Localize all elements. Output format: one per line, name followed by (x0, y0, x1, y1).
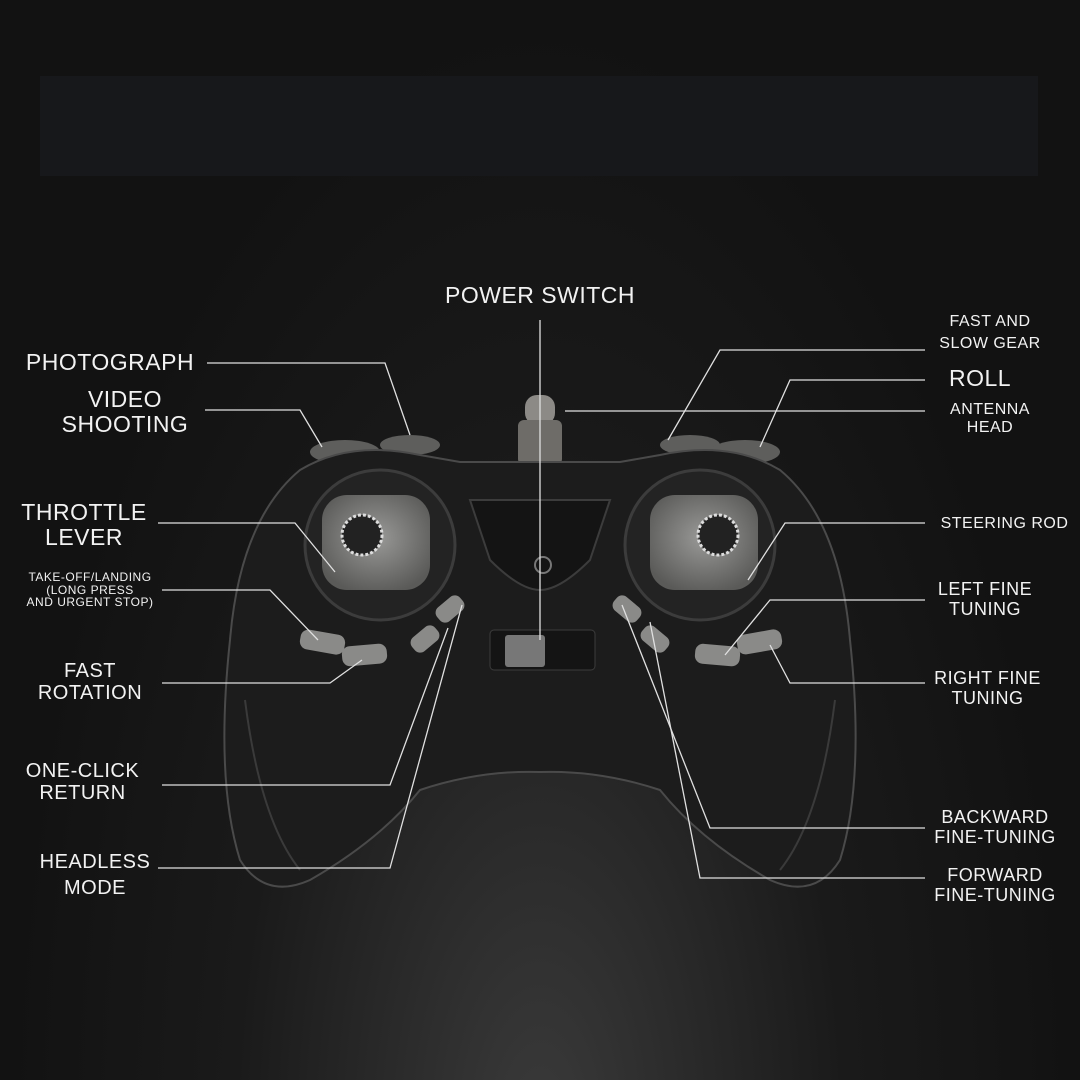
top-banner (40, 76, 1038, 176)
label-throttle-lever: THROTTLE LEVER (21, 499, 147, 551)
label-fast-rotation: FAST ROTATION (37, 660, 143, 704)
label-steering-rod: STEERING ROD (940, 515, 1069, 532)
label-left-fine-tuning: LEFT FINE TUNING (937, 579, 1033, 619)
label-take-off-landing: TAKE-OFF/LANDING (LONG PRESS AND URGENT … (26, 570, 154, 610)
label-photograph: PHOTOGRAPH (25, 349, 195, 375)
label-headless-mode: HEADLESS MODE (39, 851, 151, 899)
label-video-shooting: VIDEO SHOOTING (61, 386, 189, 438)
led-indicator (534, 556, 552, 574)
trim-buttons (299, 595, 783, 667)
label-power-switch: POWER SWITCH (445, 282, 635, 308)
power-switch (505, 635, 545, 667)
leader-lines (158, 320, 925, 879)
photo-button (380, 435, 440, 455)
label-roll: ROLL (948, 365, 1012, 391)
label-backward-fine-tuning: BACKWARD FINE-TUNING (934, 807, 1056, 847)
label-right-fine-tuning: RIGHT FINE TUNING (934, 668, 1041, 708)
label-fast-slow-gear: FAST AND SLOW GEAR (939, 313, 1041, 353)
label-forward-fine-tuning: FORWARD FINE-TUNING (934, 865, 1056, 905)
label-one-click-return: ONE-CLICK RETURN (25, 760, 140, 804)
label-antenna-head: ANTENNA HEAD (950, 401, 1030, 436)
